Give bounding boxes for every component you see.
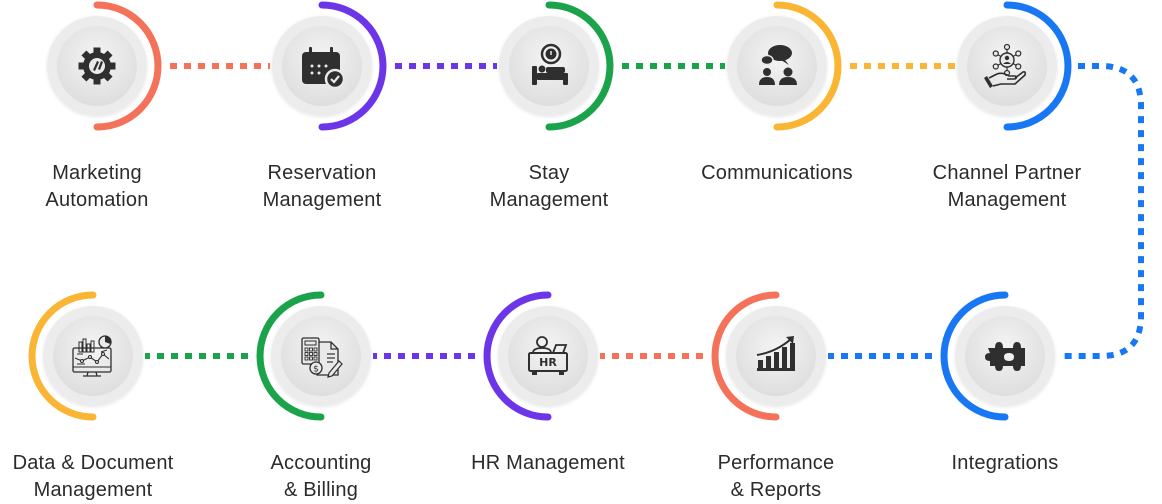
- progress-arc: [940, 291, 1009, 421]
- step-label-hr-management: HR Management: [438, 450, 658, 477]
- label-line: Channel Partner: [932, 162, 1082, 184]
- label-line: & Reports: [730, 479, 822, 501]
- network-hand-icon: [984, 43, 1027, 88]
- step-label-communications: Communications: [667, 160, 887, 187]
- label-line: Management: [947, 189, 1067, 211]
- progress-arc: [711, 291, 780, 421]
- analytics-monitor-icon: [72, 335, 112, 377]
- progress-arc: [773, 1, 842, 131]
- label-line: HR Management: [471, 452, 625, 474]
- node-inner-circle: [737, 26, 817, 106]
- label-line: Automation: [45, 189, 149, 211]
- svg-text:HR: HR: [539, 356, 557, 369]
- nodes: HR $: [28, 1, 1072, 421]
- progress-arc: [28, 291, 97, 421]
- label-line: Management: [489, 189, 609, 211]
- label-line: Performance: [717, 452, 835, 474]
- node-inner-circle: [965, 316, 1045, 396]
- connectors: [145, 63, 1144, 359]
- step-node-marketing-automation[interactable]: [47, 1, 162, 131]
- calendar-check-icon: [302, 47, 346, 90]
- label-line: Management: [33, 479, 153, 501]
- step-label-integrations: Integrations: [895, 450, 1115, 477]
- progress-arc: [545, 1, 614, 131]
- step-label-performance-reports: Performance & Reports: [666, 450, 886, 504]
- progress-arc: [318, 1, 387, 131]
- svg-text:$: $: [313, 365, 319, 375]
- step-node-performance-reports[interactable]: [711, 291, 826, 421]
- progress-arc: [1003, 1, 1072, 131]
- progress-arc: [483, 291, 552, 421]
- growth-chart-icon: [756, 336, 795, 371]
- step-node-reservation-management[interactable]: [272, 1, 387, 131]
- step-node-integrations[interactable]: [940, 291, 1055, 421]
- step-label-accounting-billing: Accounting & Billing: [211, 450, 431, 504]
- bed-clock-icon: [532, 43, 568, 85]
- hr-desk-icon: HR: [528, 336, 568, 375]
- label-line: Marketing: [52, 162, 142, 184]
- puzzle-icon: [985, 342, 1025, 371]
- step-node-data-document-management[interactable]: [28, 291, 143, 421]
- step-node-channel-partner-management[interactable]: [957, 1, 1072, 131]
- gear-icon: [78, 47, 116, 85]
- step-node-communications[interactable]: [727, 1, 842, 131]
- label-line: Management: [262, 189, 382, 211]
- chat-people-icon: [759, 45, 797, 85]
- step-node-stay-management[interactable]: [499, 1, 614, 131]
- label-line: Communications: [701, 162, 853, 184]
- step-node-accounting-billing[interactable]: $: [256, 291, 371, 421]
- calculator-invoice-icon: $: [301, 337, 343, 378]
- step-node-hr-management[interactable]: HR: [483, 291, 598, 421]
- label-line: Stay: [528, 162, 570, 184]
- label-line: & Billing: [283, 479, 359, 501]
- progress-arc: [256, 291, 325, 421]
- label-line: Accounting: [270, 452, 372, 474]
- label-line: Reservation: [267, 162, 377, 184]
- node-inner-circle: [508, 316, 588, 396]
- node-inner-circle: [509, 26, 589, 106]
- progress-arc: [93, 1, 162, 131]
- label-line: Integrations: [951, 452, 1059, 474]
- node-inner-circle: [53, 316, 133, 396]
- label-line: Data & Document: [12, 452, 174, 474]
